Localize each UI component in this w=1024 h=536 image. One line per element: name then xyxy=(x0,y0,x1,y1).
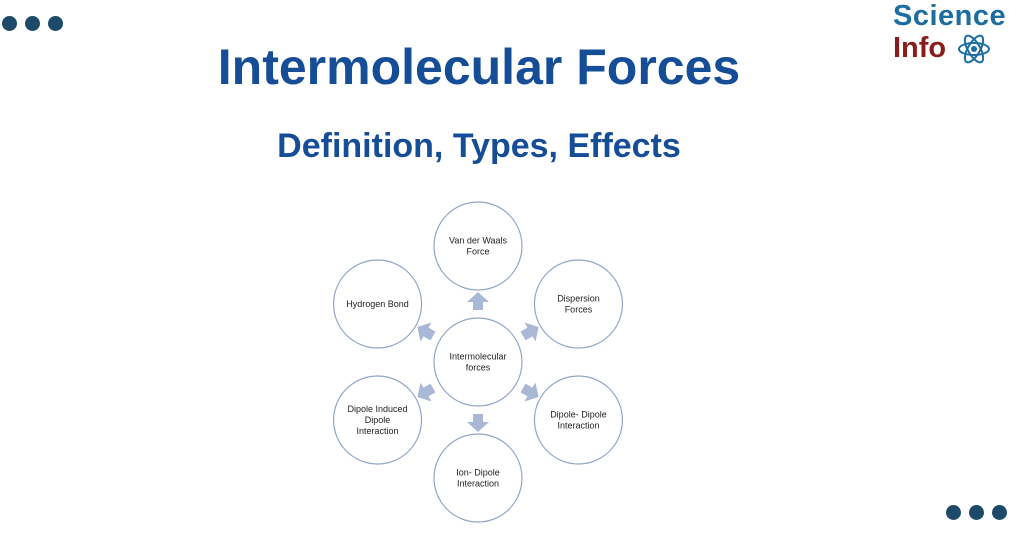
arrow-dipole-dipole xyxy=(520,382,539,402)
node-dispersion-label-line: Dispersion xyxy=(557,294,600,304)
atom-icon xyxy=(958,34,990,64)
node-van-der-waals-label-line: Force xyxy=(466,247,489,257)
center-node-label-line: forces xyxy=(466,363,491,373)
node-hydrogen-bond-label-line: Hydrogen Bond xyxy=(346,299,409,309)
arrow-hydrogen-bond xyxy=(417,322,436,342)
decorative-dots-bottom xyxy=(946,505,1007,520)
logo-text-science: Science xyxy=(893,0,1007,32)
arrow-ion-dipole xyxy=(467,414,489,432)
node-dipole-induced-label-line: Dipole Induced xyxy=(348,404,408,414)
node-ion-dipole-label-line: Ion- Dipole xyxy=(456,468,500,478)
arrow-dipole-induced xyxy=(417,382,436,402)
node-dipole-induced-label-line: Interaction xyxy=(357,426,399,436)
node-dipole-induced-label-line: Dipole xyxy=(365,415,391,425)
node-dispersion-label-line: Forces xyxy=(565,305,593,315)
logo-text-info: Info xyxy=(893,32,947,64)
arrow-dispersion xyxy=(520,322,539,342)
page-subtitle: Definition, Types, Effects xyxy=(277,127,681,165)
node-hydrogen-bond: Hydrogen Bond xyxy=(332,259,423,349)
arrow-van-der-waals xyxy=(467,292,489,310)
node-ion-dipole-label-line: Interaction xyxy=(457,479,499,489)
decorative-dots-top xyxy=(2,16,63,31)
center-node-label-line: Intermolecular xyxy=(449,352,506,362)
node-van-der-waals-label-line: Van der Waals xyxy=(449,236,508,246)
node-dipole-dipole-label-line: Interaction xyxy=(557,421,599,431)
science-info-logo[interactable]: Science Info xyxy=(893,0,1018,70)
page-title: Intermolecular Forces xyxy=(217,39,741,95)
node-dipole-dipole-label-line: Dipole- Dipole xyxy=(550,410,607,420)
